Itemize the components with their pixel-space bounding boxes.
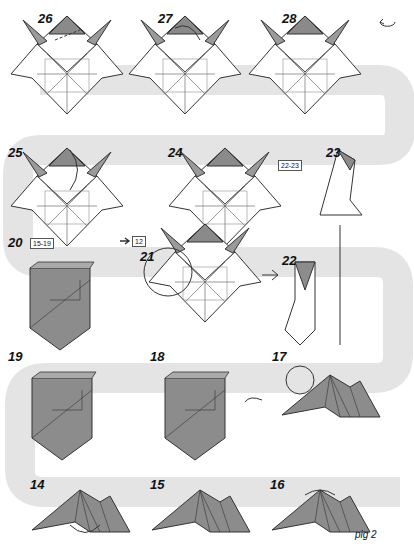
step-number: 24 — [168, 146, 182, 159]
step-reference: 15-19 — [30, 238, 54, 249]
step-number: 27 — [158, 12, 172, 25]
step-number: 17 — [272, 350, 286, 363]
step-number: 25 — [8, 146, 22, 159]
step-number: 21 — [140, 250, 154, 263]
step-reference: 22-23 — [278, 160, 302, 171]
step-number: 18 — [150, 350, 164, 363]
step-number: 16 — [270, 478, 284, 491]
step-number: 26 — [38, 12, 52, 25]
step-number: 20 — [8, 236, 22, 249]
step-number: 23 — [326, 146, 340, 159]
step-number: 14 — [30, 478, 44, 491]
page-label: pig 2 — [355, 530, 377, 540]
step-number: 19 — [8, 350, 22, 363]
step-number: 28 — [282, 12, 296, 25]
step-number: 22 — [282, 254, 296, 267]
step-number: 15 — [150, 478, 164, 491]
step-reference: 12 — [132, 236, 146, 247]
